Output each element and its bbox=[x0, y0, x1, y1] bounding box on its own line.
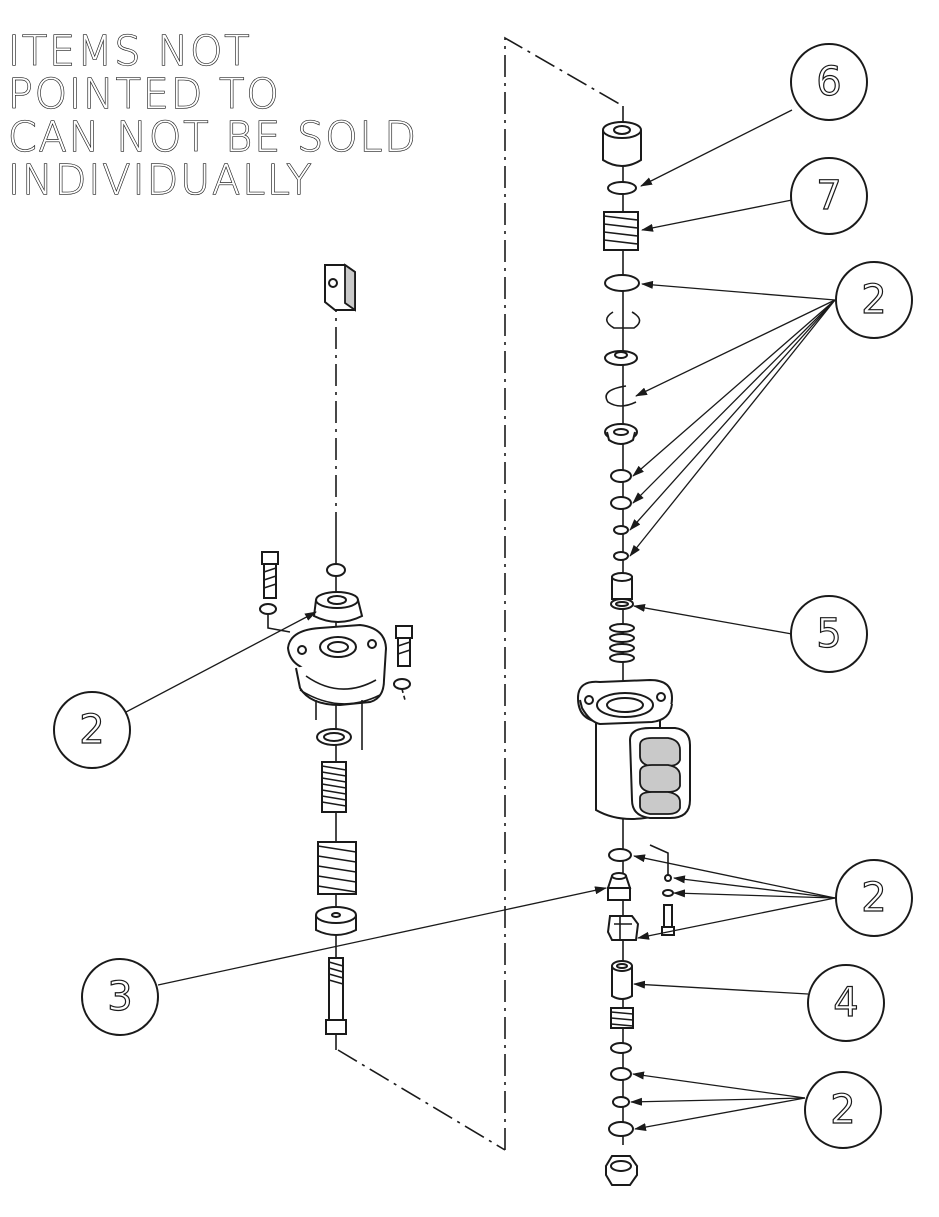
top-cap bbox=[602, 121, 642, 167]
clevis-block bbox=[324, 263, 356, 312]
callout-4-label: 4 bbox=[833, 980, 858, 1026]
small-screw bbox=[661, 904, 675, 936]
long-bolt bbox=[325, 957, 347, 1035]
note-line-1: ITEMS NOT bbox=[8, 27, 251, 75]
callout-5: 5 bbox=[790, 595, 868, 673]
spacer-washer bbox=[604, 350, 638, 366]
bottom-nut bbox=[604, 1155, 639, 1186]
spring-seat bbox=[315, 906, 357, 936]
callout-7-label: 7 bbox=[816, 173, 841, 219]
valve-stem bbox=[610, 572, 634, 610]
o-ring-e bbox=[608, 848, 632, 862]
pin-ball-1 bbox=[664, 874, 672, 882]
callout-4: 4 bbox=[807, 964, 885, 1042]
pin-line bbox=[649, 844, 669, 875]
left-assembly bbox=[259, 263, 413, 1035]
bolt-right bbox=[393, 625, 413, 701]
o-ring-d bbox=[613, 551, 629, 561]
callout-5-label: 5 bbox=[816, 611, 841, 657]
valve-body bbox=[576, 678, 691, 820]
bottom-spring bbox=[610, 1007, 634, 1029]
callout-3-label: 3 bbox=[107, 974, 132, 1020]
o-ring-g bbox=[608, 1121, 634, 1137]
o-ring-f bbox=[610, 1067, 632, 1081]
snap-ring-1 bbox=[605, 311, 641, 329]
callout-2-top: 2 bbox=[835, 261, 913, 339]
note-text: ITEMS NOT POINTED TO CAN NOT BE SOLD IND… bbox=[7, 26, 418, 204]
retainer bbox=[604, 423, 638, 445]
small-spring bbox=[321, 761, 347, 813]
right-assembly bbox=[576, 121, 691, 1186]
callout-2-top-label: 2 bbox=[861, 277, 886, 323]
callout-2-bottom: 2 bbox=[804, 1071, 882, 1149]
note-line-2: POINTED TO bbox=[8, 70, 281, 118]
large-spring bbox=[317, 841, 357, 895]
callout-6: 6 bbox=[790, 43, 868, 121]
callout-2-left-label: 2 bbox=[79, 707, 104, 753]
pin-ball-2 bbox=[662, 889, 674, 897]
washer-bottom-1 bbox=[610, 1042, 632, 1054]
washer-bottom-2 bbox=[612, 1096, 630, 1108]
callout-2-bottom-label: 2 bbox=[830, 1087, 855, 1133]
callout-2-left: 2 bbox=[53, 691, 131, 769]
phantom-connector-path bbox=[337, 36, 624, 1151]
fitting bbox=[606, 872, 632, 901]
callout-2-middle: 2 bbox=[835, 859, 913, 937]
leader-lines bbox=[125, 109, 836, 1131]
note-line-3: CAN NOT BE SOLD bbox=[8, 113, 418, 161]
flange-bracket bbox=[286, 623, 388, 750]
callout-3: 3 bbox=[81, 958, 159, 1036]
left-washer bbox=[316, 728, 352, 746]
sleeve bbox=[611, 960, 633, 1000]
o-ring-b bbox=[610, 496, 632, 510]
cap-washer bbox=[607, 181, 637, 195]
callout-2-middle-label: 2 bbox=[861, 875, 886, 921]
o-ring-a bbox=[610, 469, 632, 483]
seal-cup bbox=[312, 591, 364, 623]
valve-spring bbox=[609, 623, 635, 663]
bolt-left bbox=[259, 551, 291, 633]
callout-7: 7 bbox=[790, 157, 868, 235]
note-line-4: INDIVIDUALLY bbox=[8, 156, 313, 204]
spring-7 bbox=[603, 211, 639, 251]
callout-6-label: 6 bbox=[816, 59, 841, 105]
snap-ring-2 bbox=[605, 385, 637, 407]
bracket-clip bbox=[606, 915, 640, 941]
o-ring-c bbox=[613, 525, 629, 535]
o-ring-large bbox=[604, 274, 640, 292]
top-nut bbox=[326, 563, 346, 577]
